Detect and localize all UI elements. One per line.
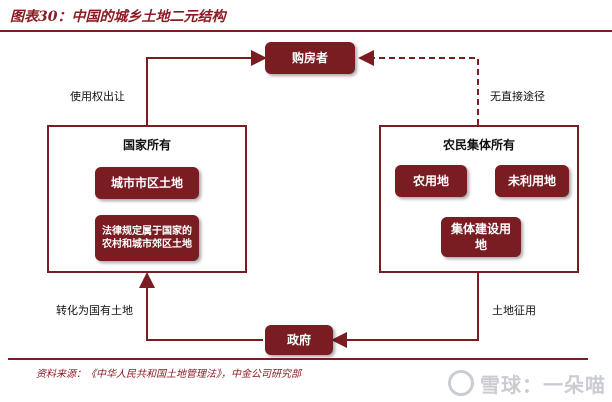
label-no-direct: 无直接途径: [490, 90, 545, 103]
watermark-text: 雪球：一朵喵: [480, 372, 606, 397]
edge-collective-to-government: [331, 273, 479, 348]
state-owned-title: 国家所有: [122, 138, 171, 152]
label-convert-state: 转化为国有土地: [56, 304, 133, 317]
legal-state-land-node: 法律规定属于国家的农村和城市郊区土地: [95, 215, 199, 261]
edge-state-to-buyer: [146, 50, 267, 125]
collective-construction-node: 集体建设用地: [441, 217, 521, 257]
farmland-node: 农用地: [395, 165, 467, 197]
collective-owned-title: 农民集体所有: [442, 138, 515, 152]
watermark: 雪球：一朵喵: [448, 368, 606, 398]
bottom-rule: [8, 358, 588, 360]
buyer-node: 购房者: [265, 42, 355, 74]
state-owned-group: 国家所有 城市市区土地 法律规定属于国家的农村和城市郊区土地: [47, 125, 247, 273]
figure-title: 图表30：中国的城乡土地二元结构: [10, 9, 226, 25]
top-rule: [0, 30, 612, 32]
edge-government-to-state: [139, 272, 263, 341]
edge-collective-to-buyer: [358, 50, 479, 125]
urban-land-node: 城市市区土地: [95, 167, 199, 199]
source-note: 资料来源：《中华人民共和国土地管理法》，中金公司研究部: [36, 369, 301, 380]
collective-owned-group: 农民集体所有 农用地 未利用地 集体建设用地: [379, 125, 579, 273]
label-use-right: 使用权出让: [70, 90, 125, 103]
watermark-logo-icon: [448, 370, 474, 396]
unused-land-node: 未利用地: [495, 165, 569, 197]
government-node: 政府: [265, 325, 333, 355]
label-expropriation: 土地征用: [492, 304, 536, 317]
